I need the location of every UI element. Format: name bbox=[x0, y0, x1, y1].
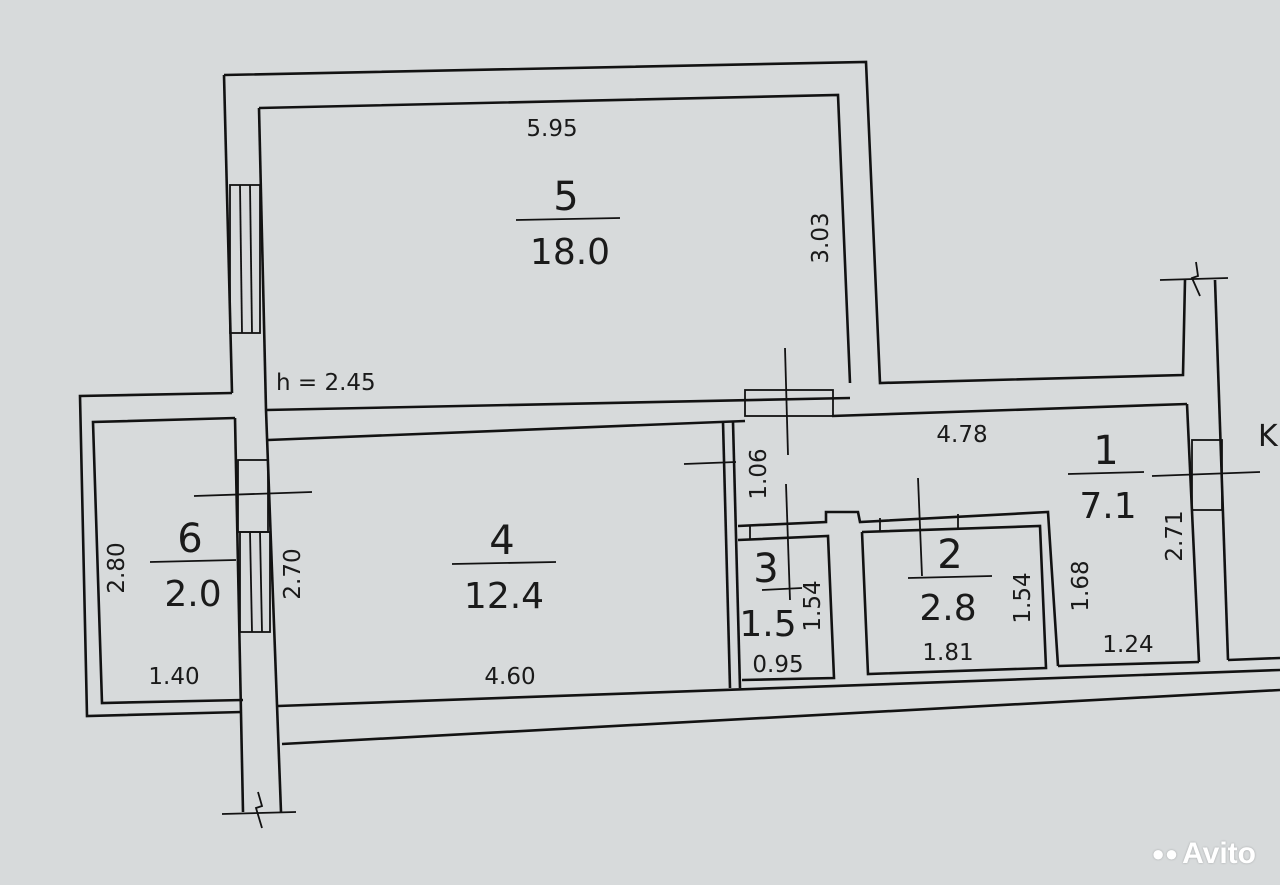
dim-hall-bottom-width: 1.24 bbox=[1102, 632, 1153, 658]
room4-area: 12.4 bbox=[464, 576, 544, 617]
room1-number: 1 bbox=[1093, 428, 1118, 474]
hall-right-wall bbox=[1185, 403, 1201, 663]
hall-bottom-wall bbox=[1057, 660, 1200, 668]
edge-letter: K bbox=[1258, 419, 1279, 454]
room3-number: 3 bbox=[753, 546, 778, 592]
dimension-labels: 5.95 3.03 h = 2.45 4.60 2.70 1.40 2.80 4… bbox=[104, 116, 1279, 690]
room3-walls bbox=[737, 534, 836, 682]
window-room4 bbox=[239, 531, 271, 633]
dim-hall-bottom-length: 1.68 bbox=[1068, 560, 1094, 611]
room6-inner-wall bbox=[91, 416, 244, 705]
left-wall-room5-inner bbox=[257, 107, 268, 411]
room3-left-wall bbox=[731, 421, 742, 689]
dim-room2-width: 1.81 bbox=[922, 640, 973, 666]
walls bbox=[78, 60, 1280, 829]
wall-6-4-left bbox=[233, 417, 245, 813]
outer-wall-top bbox=[223, 60, 1187, 385]
avito-dots-icon: ●● bbox=[1151, 841, 1179, 866]
dim-room3-width: 0.95 bbox=[752, 652, 803, 678]
room5-inner-wall bbox=[258, 93, 852, 384]
avito-watermark: ●●Avito bbox=[1152, 837, 1256, 871]
window-room5 bbox=[229, 184, 261, 334]
dim-room2-length: 1.54 bbox=[1010, 572, 1036, 623]
dim-ceiling-height: h = 2.45 bbox=[276, 370, 376, 396]
bottom-wall-outer bbox=[281, 688, 1280, 746]
room4-top-wall bbox=[267, 419, 746, 442]
avito-logo-text: Avito bbox=[1182, 837, 1256, 870]
left-wall-room5-outer bbox=[222, 74, 234, 394]
dim-room4-width: 4.60 bbox=[484, 664, 535, 690]
dim-room4-length: 2.70 bbox=[280, 548, 306, 599]
dim-room5-length: 3.03 bbox=[808, 212, 834, 263]
dim-hall-width: 4.78 bbox=[936, 422, 987, 448]
dim-hall-passage: 1.06 bbox=[746, 448, 772, 499]
room4-number: 4 bbox=[489, 518, 514, 564]
dim-hall-length: 2.71 bbox=[1162, 510, 1188, 561]
room2-number: 2 bbox=[937, 532, 962, 578]
room4-right-wall bbox=[721, 421, 732, 689]
room6-outer-wall bbox=[78, 391, 243, 718]
room5-number: 5 bbox=[553, 174, 578, 220]
room6-number: 6 bbox=[177, 516, 202, 562]
room5-bottom-wall bbox=[265, 396, 851, 412]
dim-room5-width: 5.95 bbox=[526, 116, 577, 142]
doorway-room5 bbox=[744, 389, 834, 417]
dim-room6-length: 2.80 bbox=[104, 542, 130, 593]
room3-area: 1.5 bbox=[739, 604, 796, 645]
room6-area: 2.0 bbox=[164, 574, 221, 615]
dim-room3-length: 1.54 bbox=[800, 580, 826, 631]
dim-room6-width: 1.40 bbox=[148, 664, 199, 690]
room5-area: 18.0 bbox=[530, 232, 610, 273]
room2-walls bbox=[860, 524, 1048, 676]
rooms-2-3-top-wall bbox=[737, 510, 1060, 667]
room2-area: 2.8 bbox=[919, 588, 976, 629]
bottom-wall-inner bbox=[277, 668, 1280, 708]
hall-top-wall bbox=[831, 402, 1188, 418]
room-labels: 5 18.0 4 12.4 6 2.0 3 1.5 2 2.8 1 7.1 bbox=[149, 174, 1145, 645]
room1-area: 7.1 bbox=[1079, 486, 1136, 527]
